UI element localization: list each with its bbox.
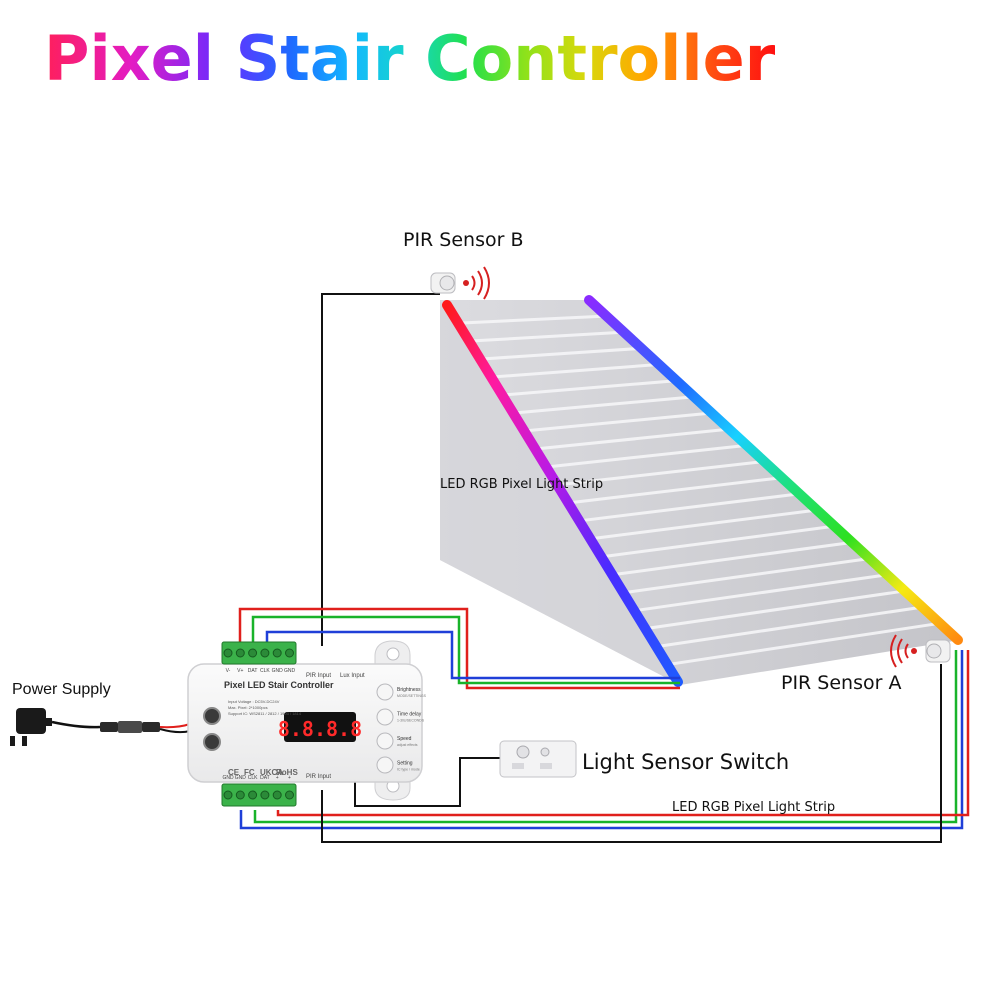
top-terminal-label: V+ xyxy=(237,668,243,674)
controller-spec-line: Support IC: WS2811 / 2812 / 1903 / 1814 xyxy=(228,711,302,716)
terminal-screw xyxy=(272,790,282,800)
bottom-terminal-label: + xyxy=(276,775,279,781)
controller-button-sublabel: MODE/SETTINGS xyxy=(397,694,427,698)
stair-step-edge xyxy=(461,314,603,325)
stair-controller xyxy=(187,640,423,807)
controller-button-sublabel: 1-30s/SECONDS xyxy=(397,719,425,723)
label-led-strip-top: LED RGB Pixel Light Strip xyxy=(440,477,604,492)
label-pir-sensor-a: PIR Sensor A xyxy=(781,672,902,694)
wire-green-bottom xyxy=(253,650,958,824)
power-supply-adapter xyxy=(10,708,191,746)
wire-green-top xyxy=(251,615,680,685)
stair-step-edge xyxy=(494,363,656,379)
stair-step-edge xyxy=(659,606,920,648)
wire-light-sensor xyxy=(354,757,500,807)
staircase xyxy=(440,300,960,685)
terminal-screw xyxy=(272,648,282,658)
terminal-screw xyxy=(223,790,233,800)
stair-step-edge xyxy=(505,379,673,397)
terminal-screw xyxy=(260,790,270,800)
wire-pir-b xyxy=(321,293,440,646)
controller-display: 8.8.8.8 xyxy=(278,717,362,741)
controller-spec-line: Input Voltage : DC5V-DC24V xyxy=(228,699,280,704)
controller-button-label: Setting xyxy=(397,761,413,767)
stair-step-edge xyxy=(637,573,884,612)
wire-blue-bottom xyxy=(239,650,964,830)
terminal-screw xyxy=(235,790,245,800)
wire-pir-a xyxy=(321,664,942,843)
top-terminal-label: DAT xyxy=(248,668,258,674)
pir-sensor-b-device xyxy=(430,266,490,300)
controller-button-sublabel: IC type / mode xyxy=(397,768,420,772)
terminal-screw xyxy=(248,790,258,800)
stair-step-edge xyxy=(560,460,761,487)
controller-name: Pixel LED Stair Controller xyxy=(224,680,334,690)
controller-button-label: Time delay xyxy=(397,712,422,718)
label-light-sensor-switch: Light Sensor Switch xyxy=(582,750,790,774)
wire-red-top xyxy=(238,607,680,690)
led-strip-right xyxy=(584,295,963,645)
bottom-terminal-label: GND xyxy=(222,775,234,781)
stair-step-edge xyxy=(593,508,814,540)
stair-steps xyxy=(461,314,937,666)
terminal-screw xyxy=(248,648,258,658)
stair-step-edge xyxy=(549,444,744,469)
bottom-terminal-label: CLK xyxy=(248,775,258,781)
stair-step-edge xyxy=(571,476,779,504)
port-lux-input: Lux Input xyxy=(340,673,365,679)
stair-step-edge xyxy=(538,428,726,451)
terminal-screw xyxy=(260,648,270,658)
label-led-strip-bottom: LED RGB Pixel Light Strip xyxy=(672,800,836,815)
stair-step-edge xyxy=(582,492,797,522)
top-terminal-label: GND xyxy=(284,668,296,674)
stair-step-edge xyxy=(527,411,709,433)
stair-step-edge xyxy=(483,347,638,361)
light-sensor-switch-device xyxy=(499,740,577,778)
certification-mark: RoHS xyxy=(276,768,298,777)
bottom-terminal-label: DAT xyxy=(260,775,270,781)
terminal-screw xyxy=(223,648,233,658)
label-pir-sensor-b: PIR Sensor B xyxy=(403,229,524,251)
stair-step-edge xyxy=(516,395,691,415)
controller-button-label: Brightness xyxy=(397,687,421,693)
controller-spec-line: Max. Pixel: 2*1000pcs xyxy=(228,705,268,710)
stair-step-edge xyxy=(626,557,867,594)
stair-step-edge xyxy=(670,622,937,666)
port-pir-input-bottom: PIR Input xyxy=(306,774,331,780)
stair-step-edge xyxy=(648,589,902,630)
controller-button-label: Speed xyxy=(397,736,412,742)
stair-step-edge xyxy=(615,541,849,576)
top-terminal-label: CLK xyxy=(260,668,270,674)
pir-sensor-a-device xyxy=(890,634,951,668)
top-terminal-label: GND xyxy=(272,668,284,674)
wire-red-bottom xyxy=(276,650,970,817)
terminal-screw xyxy=(285,648,294,658)
certification-mark: UKCA xyxy=(260,768,283,777)
stair-step-edge xyxy=(472,330,621,343)
controller-button-sublabel: adjust effects xyxy=(397,743,418,747)
label-power-supply: Power Supply xyxy=(12,681,111,698)
page-title: Pixel Stair Controller xyxy=(44,22,776,95)
top-terminal-label: V- xyxy=(226,668,231,674)
bottom-terminal-label: + xyxy=(288,775,291,781)
wire-blue-top xyxy=(265,630,680,680)
terminal-screw xyxy=(235,648,245,658)
bottom-terminal-label: GND xyxy=(235,775,247,781)
terminal-screw xyxy=(285,790,294,800)
stair-step-edge xyxy=(604,525,832,558)
led-strip-left xyxy=(442,300,683,687)
certification-mark: CE xyxy=(228,768,240,777)
certification-mark: FC xyxy=(244,768,255,777)
port-pir-input-top: PIR Input xyxy=(306,673,331,679)
